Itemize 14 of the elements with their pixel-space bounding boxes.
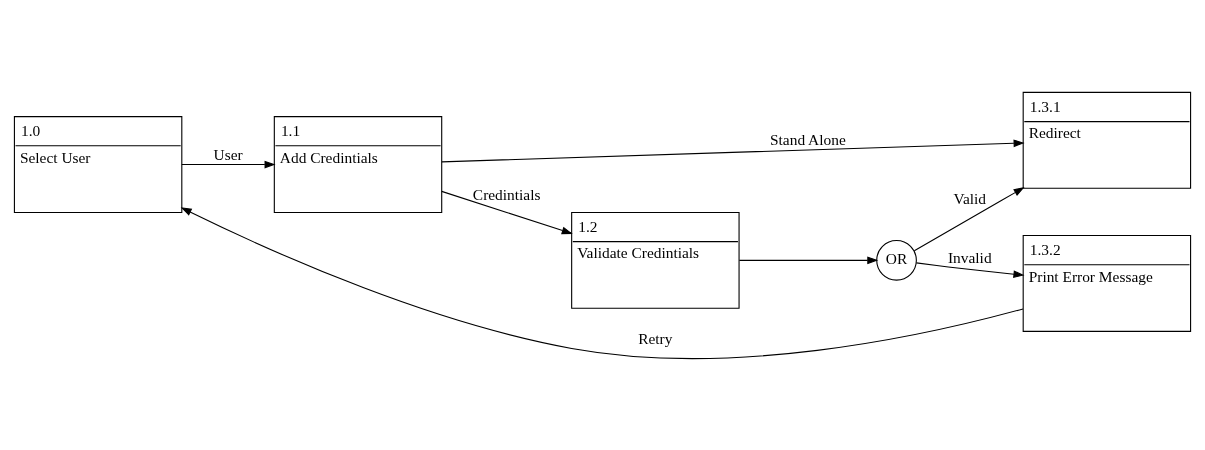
edge-label: Valid <box>953 189 987 207</box>
arrow <box>913 186 1025 251</box>
arrow <box>915 261 1025 278</box>
edge-label: Invalid <box>947 248 992 266</box>
arrow <box>441 190 573 234</box>
edge-label: User <box>213 145 243 163</box>
node-circle: OR <box>876 239 917 281</box>
edge-label: Credintials <box>472 185 541 203</box>
edge-label: Retry <box>638 329 673 347</box>
arrow <box>180 206 1024 359</box>
arrow <box>181 160 276 168</box>
arrow <box>441 138 1025 162</box>
arrow <box>738 256 879 264</box>
edge-label: Stand Alone <box>770 130 846 148</box>
